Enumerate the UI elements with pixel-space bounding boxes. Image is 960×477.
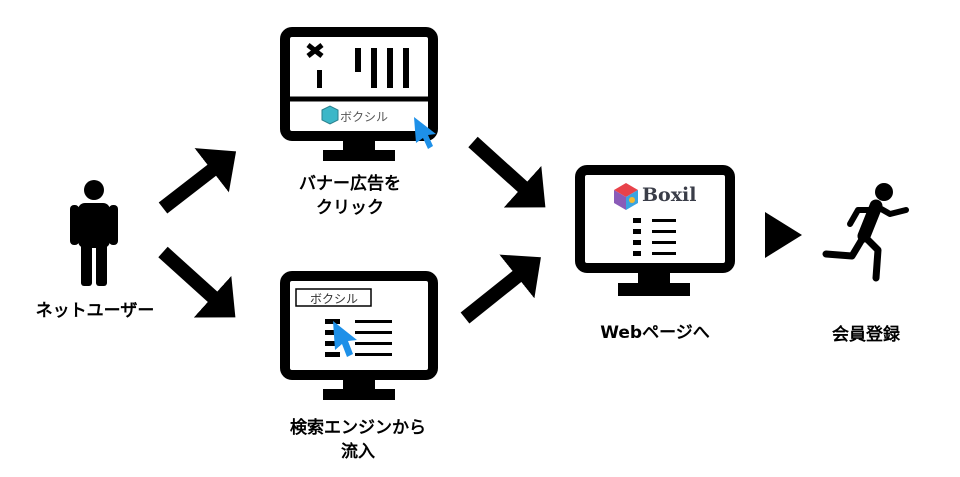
search-inflow-label: 検索エンジンから 流入 xyxy=(290,416,426,464)
net-user-label: ネットユーザー xyxy=(35,301,155,321)
cursor-icon xyxy=(333,321,357,357)
cursor-icon xyxy=(414,117,436,149)
search-monitor-icon xyxy=(280,271,438,400)
search-box-text: ボクシル xyxy=(310,292,359,306)
site-logo-text: Boxil xyxy=(642,184,697,206)
person-icon xyxy=(70,180,118,286)
boxil-logo-icon xyxy=(614,183,638,210)
web-page-label: Webページへ xyxy=(600,323,710,343)
banner-monitor-icon xyxy=(280,27,438,161)
arrow-to-signup xyxy=(765,212,802,258)
banner-label-line2: クリック xyxy=(316,198,384,218)
banner-click-label: バナー広告を クリック xyxy=(299,172,401,220)
arrow-to-banner xyxy=(158,148,237,214)
signup-label: 会員登録 xyxy=(832,325,900,345)
arrow-search-to-web xyxy=(460,254,541,324)
banner-label-line1: バナー広告を xyxy=(299,174,401,194)
search-label-line1: 検索エンジンから xyxy=(290,418,426,438)
runner-icon xyxy=(822,183,909,282)
web-monitor-icon xyxy=(575,165,735,296)
arrow-to-search xyxy=(158,246,236,318)
banner-brand-text: ボクシル xyxy=(340,110,389,124)
arrow-banner-to-web xyxy=(468,136,546,208)
search-label-line2: 流入 xyxy=(341,442,375,462)
